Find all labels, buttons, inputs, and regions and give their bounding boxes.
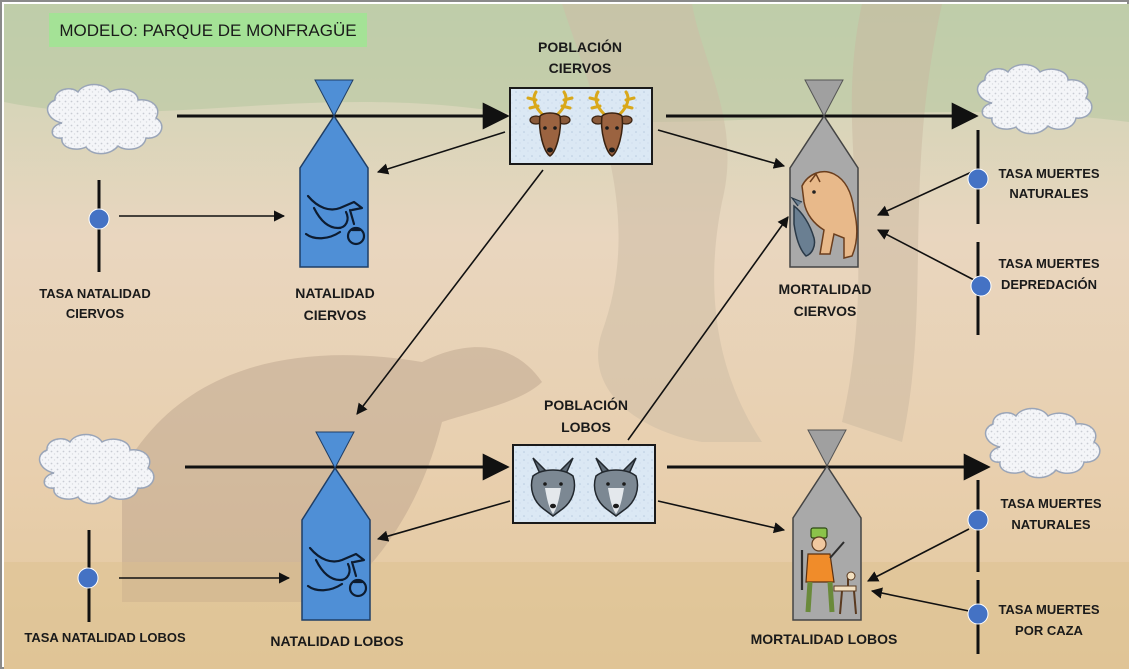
label-deer-birth-2: CIERVOS: [304, 307, 367, 323]
title-box: [49, 13, 367, 47]
stork-icon: [304, 194, 366, 246]
converter-wolf-birth-rate[interactable]: [77, 567, 99, 589]
arrow-wolf-pop-to-birth: [376, 500, 511, 542]
wolf-heads-icon: [530, 457, 639, 517]
arrow-wolf-hunting-rate: [870, 587, 970, 612]
arrow-deer-predation-rate: [877, 229, 977, 282]
label-wolf-hunting-2: POR CAZA: [1015, 623, 1084, 638]
wolf-attack-icon: [790, 170, 858, 259]
arrow-wolf-natural-death-rate: [867, 528, 970, 582]
deer-heads-icon: [526, 90, 636, 157]
flow-deer-death[interactable]: [789, 79, 859, 268]
info-arrows: [119, 129, 977, 612]
arrow-deer-pop-to-wolf-birth: [356, 169, 544, 415]
flow-pipes: [177, 102, 991, 481]
label-wolf-death: MORTALIDAD LOBOS: [751, 631, 898, 647]
converter-wolf-natural-death-rate[interactable]: [967, 509, 989, 531]
arrow-wolf-pop-to-death: [657, 500, 786, 534]
label-deer-pop-2: CIERVOS: [549, 60, 612, 76]
clouds: [38, 63, 1101, 505]
cloud-icon: [38, 433, 155, 505]
arrow-deer-natural-death-rate: [876, 169, 977, 216]
cloud-icon: [46, 83, 163, 155]
hunter-icon: [800, 527, 857, 615]
label-wolf-natural-2: NATURALES: [1011, 517, 1091, 532]
label-deer-pop-1: POBLACIÓN: [538, 38, 622, 55]
label-deer-birth-1: NATALIDAD: [295, 285, 375, 301]
stock-wolf-population[interactable]: [512, 444, 656, 524]
label-wolf-pop-1: POBLACIÓN: [544, 396, 628, 413]
label-deer-birth-rate-1: TASA NATALIDAD: [39, 286, 150, 301]
label-wolf-birth-rate: TASA NATALIDAD LOBOS: [24, 630, 186, 645]
label-deer-predation-1: TASA MUERTES: [998, 256, 1099, 271]
label-wolf-natural-1: TASA MUERTES: [1000, 496, 1101, 511]
label-wolf-hunting-1: TASA MUERTES: [998, 602, 1099, 617]
flow-wolf-death[interactable]: [792, 429, 862, 621]
arrow-wolf-pop-to-deer-death: [627, 216, 789, 441]
converter-deer-birth-rate[interactable]: [88, 208, 110, 230]
converter-deer-predation-rate[interactable]: [970, 275, 992, 297]
converter-deer-natural-death-rate[interactable]: [967, 168, 989, 190]
arrow-deer-pop-to-birth: [376, 131, 506, 175]
label-deer-death-1: MORTALIDAD: [778, 281, 871, 297]
label-deer-death-2: CIERVOS: [794, 303, 857, 319]
arrow-deer-pop-to-death: [657, 129, 786, 169]
label-wolf-pop-2: LOBOS: [561, 419, 611, 435]
label-deer-natural-2: NATURALES: [1009, 186, 1089, 201]
stork-icon: [306, 546, 368, 598]
label-deer-natural-1: TASA MUERTES: [998, 166, 1099, 181]
converters: [77, 168, 992, 625]
diagram-title: MODELO: PARQUE DE MONFRAGÜE: [59, 21, 356, 40]
converter-wolf-hunting-rate[interactable]: [967, 603, 989, 625]
label-deer-predation-2: DEPREDACIÓN: [1001, 277, 1097, 292]
labels: POBLACIÓN CIERVOS POBLACIÓN LOBOS NATALI…: [24, 38, 1102, 649]
label-deer-birth-rate-2: CIERVOS: [66, 306, 125, 321]
flow-wolf-birth[interactable]: [301, 431, 371, 621]
stock-deer-population[interactable]: [509, 87, 653, 165]
cloud-icon: [984, 407, 1101, 479]
cloud-icon: [976, 63, 1093, 135]
flow-deer-birth[interactable]: [299, 79, 369, 268]
label-wolf-birth: NATALIDAD LOBOS: [270, 633, 403, 649]
